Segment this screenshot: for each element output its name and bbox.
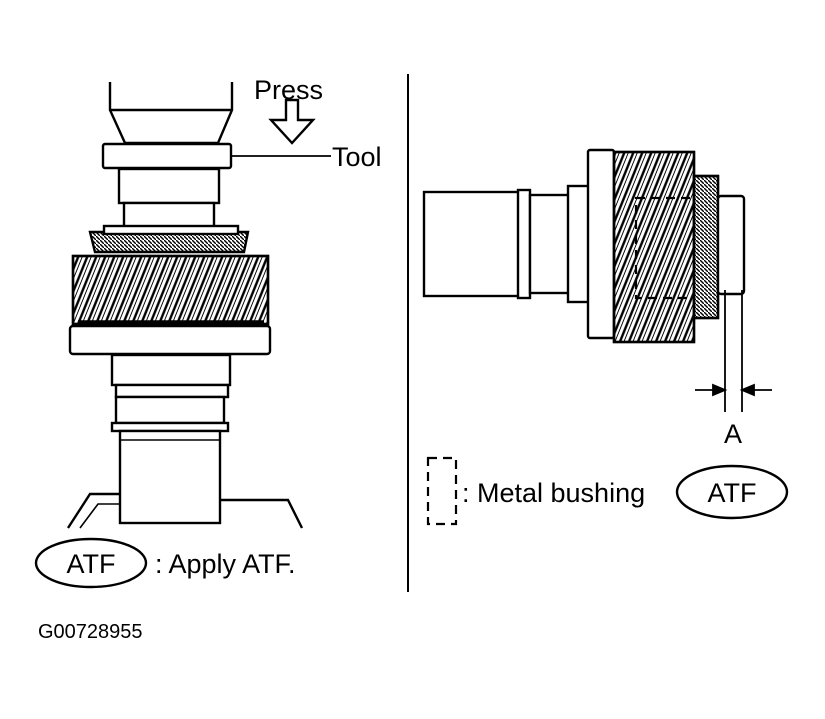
- side-helical-gear: [612, 150, 696, 344]
- side-shaft: [422, 190, 522, 298]
- bushing-legend-icon: [426, 456, 458, 526]
- press-arrow-icon: [268, 98, 316, 145]
- figure-code: G00728955: [38, 621, 143, 643]
- atf-badge-right: [675, 464, 789, 520]
- lower-shaft: [118, 429, 222, 525]
- left-assembly: [66, 82, 304, 529]
- helical-gear: [71, 254, 270, 326]
- end-collar: [716, 194, 746, 296]
- tool-label: Tool: [332, 142, 382, 172]
- apply-atf-note: : Apply ATF.: [155, 549, 296, 579]
- upper-shaft: [117, 167, 221, 205]
- right-assembly: [422, 148, 746, 344]
- support-block: [66, 492, 304, 529]
- dimension-a: [695, 290, 772, 412]
- dimension-a-label: A: [724, 419, 742, 449]
- atf-badge-left: [34, 537, 148, 589]
- metal-bushing-note: : Metal bushing: [462, 478, 645, 508]
- atf-badge-right-text: ATF: [708, 478, 757, 508]
- side-small-gear: [692, 174, 720, 320]
- press-label: Press: [254, 75, 323, 105]
- side-flange: [586, 148, 616, 340]
- tool-plate: [101, 142, 233, 170]
- atf-badge-left-text: ATF: [67, 549, 116, 579]
- flange: [68, 324, 272, 356]
- press-ram: [108, 82, 234, 145]
